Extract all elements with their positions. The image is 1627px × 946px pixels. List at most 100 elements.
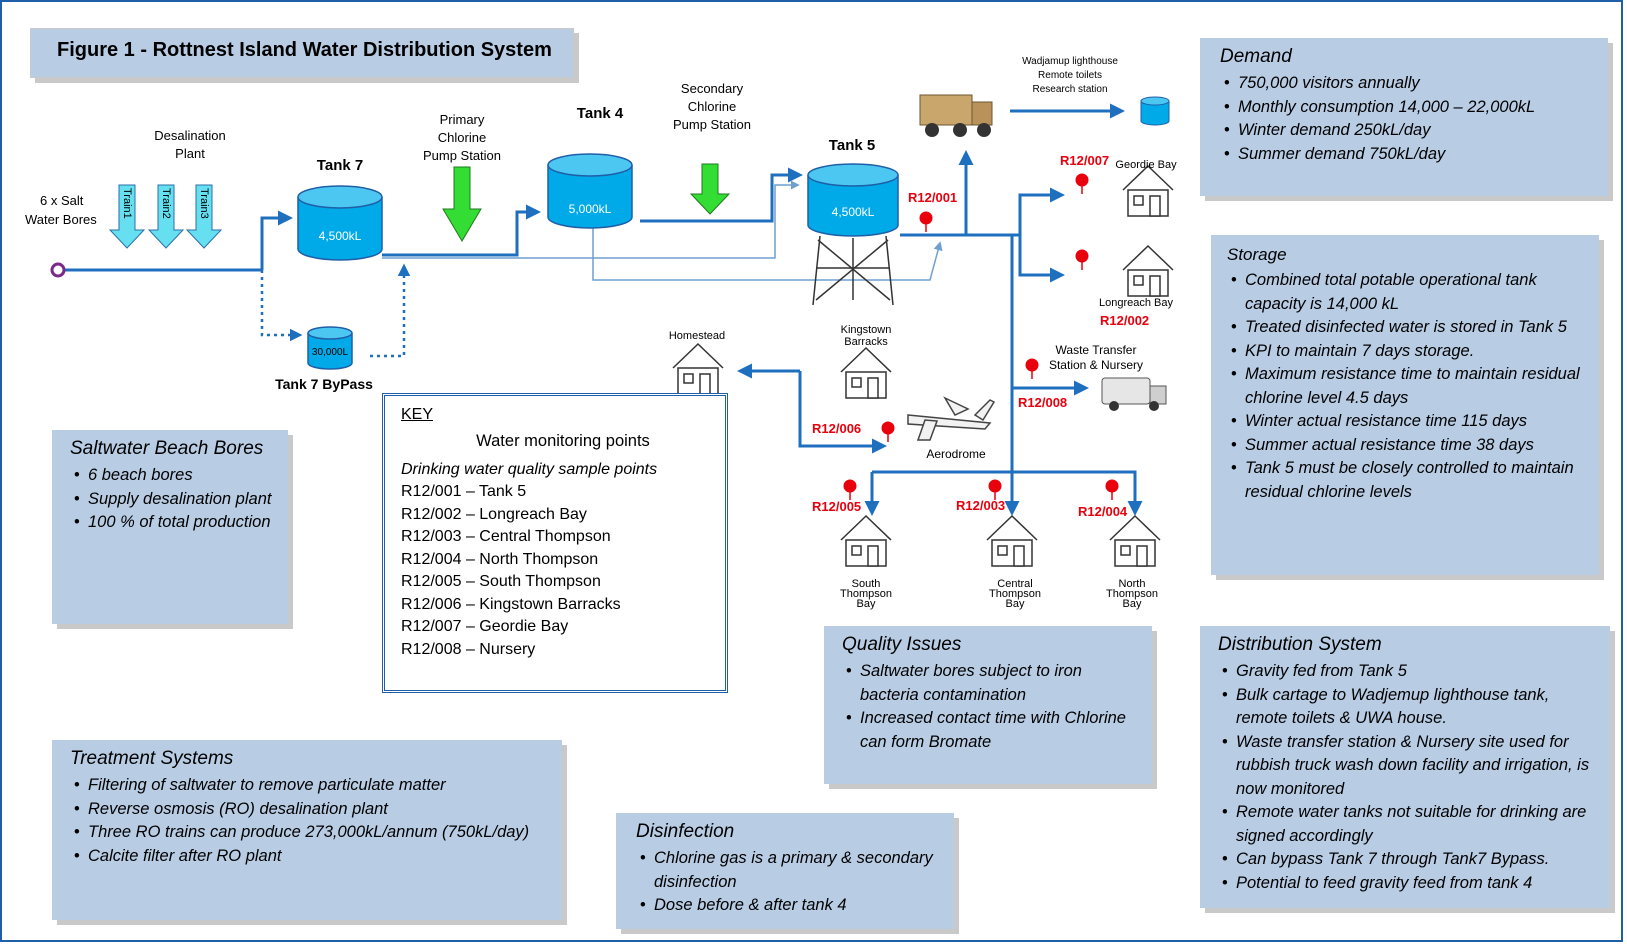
list-item: Potential to feed gravity feed from tank… <box>1222 872 1602 896</box>
quality-list: Saltwater bores subject to iron bacteria… <box>842 660 1152 754</box>
pin-r12-006 <box>881 421 895 442</box>
key-row: R12/007 – Geordie Bay <box>401 618 569 635</box>
key-row: R12/002 – Longreach Bay <box>401 505 587 523</box>
central-label-2: Thompson <box>989 588 1041 600</box>
kingstown-label-2: Barracks <box>844 336 888 348</box>
house-homestead-icon <box>672 342 724 395</box>
secondary-label-3: Pump Station <box>673 117 751 132</box>
key-row: R12/003 – Central Thompson <box>401 528 611 545</box>
pipework <box>63 103 1143 516</box>
north-label-1: North <box>1119 578 1146 590</box>
treatment-list: Filtering of saltwater to remove particu… <box>70 774 562 868</box>
south-label-2: Thompson <box>840 588 892 600</box>
north-label-2: Thompson <box>1106 588 1158 600</box>
primary-label-1: Primary <box>440 112 485 127</box>
pin-r12-005 <box>843 479 857 500</box>
pin-r12-003 <box>988 479 1002 500</box>
south-label-1: South <box>852 578 881 590</box>
tank5-icon <box>807 163 899 306</box>
list-item: Remote water tanks not suitable for drin… <box>1222 801 1602 848</box>
longreach-label: Longreach Bay <box>1099 297 1173 309</box>
tank5-label: Tank 5 <box>829 137 875 154</box>
pin-r12-007 <box>1075 173 1089 194</box>
north-label-3: Bay <box>1123 598 1142 610</box>
quality-box: Quality Issues Saltwater bores subject t… <box>824 626 1152 784</box>
wadjemup-label-2: Remote toilets <box>1038 70 1102 81</box>
treatment-title: Treatment Systems <box>70 748 234 769</box>
bypass-capacity: 30,000L <box>312 347 349 358</box>
svg-text:Train3: Train3 <box>198 188 210 219</box>
treatment-box: Treatment Systems Filtering of saltwater… <box>52 740 562 920</box>
list-item: Winter demand 250kL/day <box>1224 119 1608 143</box>
secondary-label-2: Chlorine <box>688 99 736 114</box>
point-r12-003: R12/003 <box>956 498 1005 513</box>
list-item: Filtering of saltwater to remove particu… <box>74 774 562 798</box>
storage-box: Storage Combined total potable operation… <box>1211 235 1599 575</box>
list-item: Monthly consumption 14,000 – 22,000kL <box>1224 96 1608 120</box>
storage-title: Storage <box>1227 245 1287 264</box>
list-item: Calcite filter after RO plant <box>74 845 562 869</box>
list-item: Waste transfer station & Nursery site us… <box>1222 731 1602 802</box>
water-truck-icon <box>919 94 993 137</box>
key-box: KEY Water monitoring points Drinking wat… <box>382 393 728 693</box>
demand-title: Demand <box>1220 46 1292 67</box>
tank4-icon <box>547 153 633 229</box>
distribution-list: Gravity fed from Tank 5 Bulk cartage to … <box>1218 660 1610 895</box>
central-label-3: Bay <box>1006 598 1025 610</box>
waste-label-1: Waste Transfer <box>1056 343 1137 357</box>
list-item: Supply desalination plant <box>74 488 282 512</box>
list-item: Winter actual resistance time 115 days <box>1231 410 1587 434</box>
key-row: R12/004 – North Thompson <box>401 550 599 568</box>
key-row: R12/006 – Kingstown Barracks <box>401 595 621 613</box>
list-item: Increased contact time with Chlorine can… <box>846 707 1144 754</box>
house-south-icon <box>840 514 892 567</box>
pin-r12-004 <box>1105 479 1119 500</box>
bypass-pipework <box>260 263 411 358</box>
figure-title: Figure 1 - Rottnest Island Water Distrib… <box>30 28 574 78</box>
key-subtitle-2: Drinking water quality sample points <box>401 461 658 478</box>
primary-label-3: Pump Station <box>423 148 501 163</box>
list-item: 750,000 visitors annually <box>1224 72 1608 96</box>
svg-text:Train2: Train2 <box>160 188 172 219</box>
garbage-truck-icon <box>1101 377 1167 411</box>
secondary-label-1: Secondary <box>681 81 744 96</box>
remote-tank-icon <box>1140 96 1170 126</box>
tank4-label: Tank 4 <box>577 105 624 122</box>
distribution-title: Distribution System <box>1218 634 1382 655</box>
list-item: Chlorine gas is a primary & secondary di… <box>640 847 944 894</box>
tank7-icon <box>297 185 383 261</box>
point-r12-002: R12/002 <box>1100 313 1149 328</box>
train-3-icon: Train3 <box>185 184 223 249</box>
list-item: Treated disinfected water is stored in T… <box>1231 316 1587 340</box>
train-2-icon: Train2 <box>147 184 185 249</box>
list-item: Maximum resistance time to maintain resi… <box>1231 363 1587 410</box>
list-item: Reverse osmosis (RO) desalination plant <box>74 798 562 822</box>
list-item: Dose before & after tank 4 <box>640 894 944 918</box>
storage-list: Combined total potable operational tank … <box>1227 269 1599 504</box>
bores-label-2: Water Bores <box>25 212 97 227</box>
train-1-icon: Train1 <box>108 184 146 249</box>
list-item: Summer demand 750kL/day <box>1224 143 1608 167</box>
geordie-label: Geordie Bay <box>1115 159 1177 171</box>
bores-list: 6 beach bores Supply desalination plant … <box>70 464 288 535</box>
house-north-icon <box>1109 514 1161 567</box>
point-r12-004: R12/004 <box>1078 504 1128 519</box>
house-central-icon <box>986 514 1038 567</box>
list-item: KPI to maintain 7 days storage. <box>1231 340 1587 364</box>
house-geordie-icon <box>1122 164 1174 217</box>
list-item: 6 beach bores <box>74 464 282 488</box>
point-r12-006: R12/006 <box>812 421 861 436</box>
disinfection-title: Disinfection <box>636 821 735 842</box>
key-subtitle: Water monitoring points <box>476 432 650 450</box>
waste-label-2: Station & Nursery <box>1049 358 1143 372</box>
key-row: R12/005 – South Thompson <box>401 573 601 590</box>
svg-text:Train1: Train1 <box>121 188 133 219</box>
key-row: R12/001 – Tank 5 <box>401 483 527 500</box>
homestead-label: Homestead <box>669 330 725 342</box>
bypass-label: Tank 7 ByPass <box>275 376 373 392</box>
desal-label-1: Desalination <box>154 128 226 143</box>
bores-label-1: 6 x Salt <box>40 193 84 208</box>
tank4-capacity: 5,000kL <box>569 202 612 216</box>
